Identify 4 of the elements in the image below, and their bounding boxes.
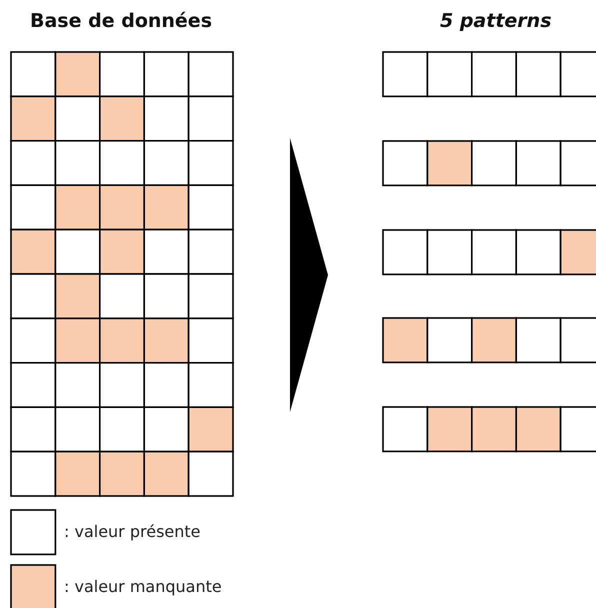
legend-label: : valeur manquante (64, 577, 222, 596)
heading: 5 patterns (440, 10, 552, 32)
legend-label: : valeur présente (64, 522, 201, 541)
heading: Base de données (30, 10, 212, 32)
